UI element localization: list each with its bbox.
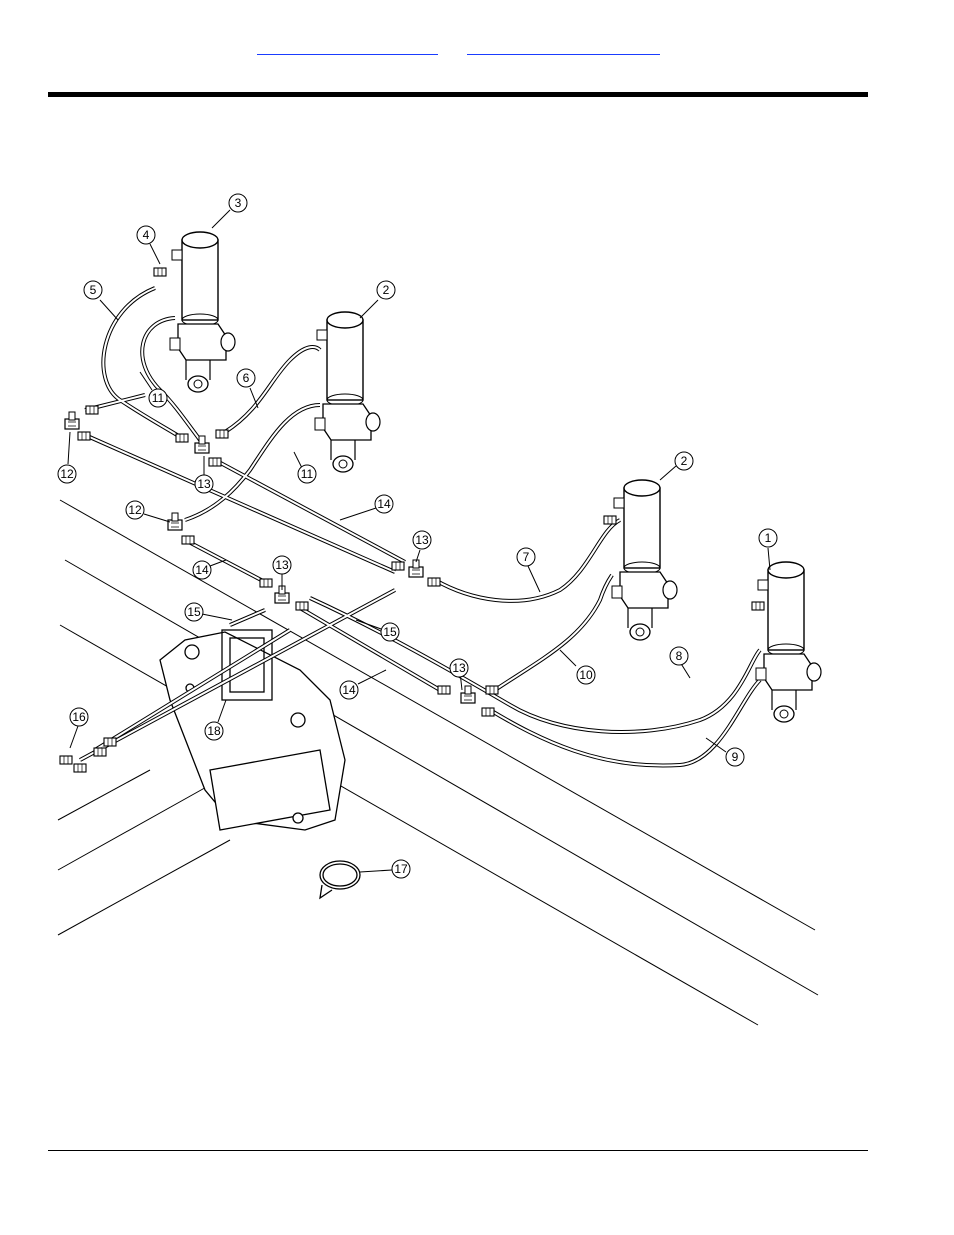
nav-links	[0, 40, 954, 60]
svg-text:16: 16	[72, 710, 86, 724]
svg-text:10: 10	[579, 668, 593, 682]
svg-text:1: 1	[765, 531, 772, 545]
callout-11-a: 11	[148, 388, 168, 408]
callout-6: 6	[236, 368, 256, 388]
svg-text:4: 4	[143, 228, 150, 242]
callout-11-b: 11	[297, 464, 317, 484]
callout-14-a: 14	[374, 494, 394, 514]
svg-text:13: 13	[415, 533, 429, 547]
callout-1: 1	[758, 528, 778, 548]
callout-14-b: 14	[192, 560, 212, 580]
leader-lines	[67, 209, 771, 873]
callout-12-a: 12	[57, 464, 77, 484]
callout-17: 17	[391, 859, 411, 879]
svg-text:7: 7	[523, 550, 530, 564]
svg-text:3: 3	[235, 196, 242, 210]
svg-text:12: 12	[60, 467, 74, 481]
svg-text:11: 11	[301, 467, 314, 481]
callout-13-c: 13	[272, 555, 292, 575]
callout-2-lower: 2	[674, 451, 694, 471]
frame-beams	[57, 499, 819, 1026]
callout-15-a: 15	[184, 602, 204, 622]
svg-text:14: 14	[195, 563, 209, 577]
header-rule	[48, 92, 868, 97]
callout-8: 8	[669, 646, 689, 666]
callout-10: 10	[576, 665, 596, 685]
callout-5: 5	[83, 280, 103, 300]
callout-9: 9	[725, 747, 745, 767]
nav-link-left[interactable]	[257, 40, 438, 55]
svg-text:9: 9	[732, 750, 739, 764]
callout-14-c: 14	[339, 680, 359, 700]
callout-13-d: 13	[449, 658, 469, 678]
callout-13-b: 13	[412, 530, 432, 550]
svg-text:8: 8	[676, 649, 683, 663]
svg-text:12: 12	[128, 503, 142, 517]
svg-text:2: 2	[383, 283, 390, 297]
cylinder-2-upper	[314, 311, 381, 473]
callout-2-upper: 2	[376, 280, 396, 300]
nav-link-right[interactable]	[467, 40, 660, 55]
cylinder-1	[755, 561, 822, 723]
svg-text:14: 14	[342, 683, 356, 697]
callout-4: 4	[136, 225, 156, 245]
footer-rule	[48, 1150, 868, 1151]
svg-text:14: 14	[377, 497, 391, 511]
callout-15-b: 15	[380, 622, 400, 642]
callout-18: 18	[204, 721, 224, 741]
svg-text:13: 13	[275, 558, 289, 572]
cylinder-2-lower	[611, 479, 678, 641]
cable-tie	[319, 860, 361, 900]
callout-12-b: 12	[125, 500, 145, 520]
svg-text:13: 13	[452, 661, 466, 675]
svg-text:17: 17	[394, 862, 408, 876]
svg-text:5: 5	[90, 283, 97, 297]
svg-text:6: 6	[243, 371, 250, 385]
callout-3: 3	[228, 193, 248, 213]
callout-13-a: 13	[194, 474, 214, 494]
callout-7: 7	[516, 547, 536, 567]
svg-text:18: 18	[207, 724, 221, 738]
svg-text:2: 2	[681, 454, 688, 468]
callouts: 3 4 5 2 11 6 12 13 11 14 2 12 13 7 1 14 …	[57, 193, 778, 879]
svg-text:13: 13	[197, 477, 211, 491]
svg-text:15: 15	[187, 605, 201, 619]
mount-bracket	[159, 629, 346, 831]
svg-text:11: 11	[152, 391, 165, 405]
callout-16: 16	[69, 707, 89, 727]
svg-text:15: 15	[383, 625, 397, 639]
cylinder-3	[169, 231, 236, 393]
